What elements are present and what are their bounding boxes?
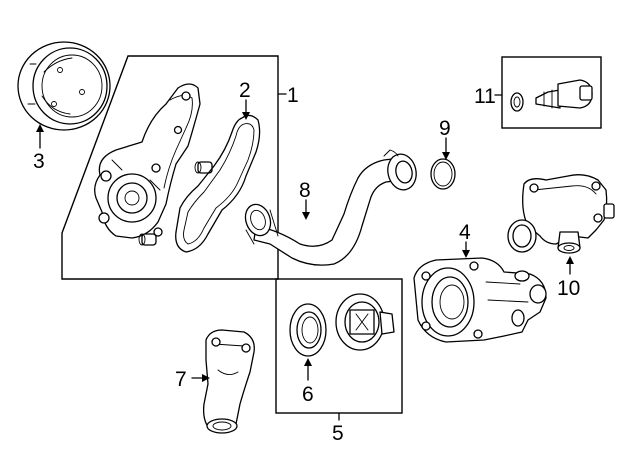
label-11: 11 — [474, 85, 496, 108]
pump-pulley[interactable] — [17, 41, 111, 131]
label-3: 3 — [33, 150, 45, 173]
label-4: 4 — [459, 221, 471, 244]
water-outlet-fitting[interactable] — [507, 174, 615, 254]
label-1: 1 — [287, 84, 299, 107]
thermostat[interactable] — [335, 293, 395, 351]
label-2: 2 — [239, 79, 251, 102]
arrow-7 — [202, 374, 210, 382]
water-pump-assembly[interactable] — [94, 83, 201, 239]
arrow-2 — [242, 112, 250, 120]
label-10: 10 — [557, 277, 580, 300]
box-part-11 — [501, 56, 602, 129]
label-6: 6 — [302, 383, 314, 406]
arrow-10 — [566, 256, 574, 264]
label-8: 8 — [299, 179, 311, 202]
thermostat-seal[interactable] — [289, 303, 327, 357]
arrow-9 — [442, 152, 450, 160]
thermostat-housing[interactable] — [413, 257, 547, 343]
pump-gasket[interactable] — [175, 114, 261, 253]
temperature-sensor[interactable] — [535, 79, 593, 109]
arrow-3 — [36, 124, 44, 132]
o-ring[interactable] — [430, 158, 456, 190]
label-7: 7 — [175, 368, 187, 391]
dowel-pin-upper[interactable] — [194, 161, 213, 174]
label-5: 5 — [332, 422, 344, 445]
arrow-6 — [304, 358, 312, 366]
coolant-outlet-pipe[interactable] — [202, 329, 255, 434]
sensor-washer[interactable] — [510, 92, 524, 112]
coolant-hose[interactable] — [241, 149, 419, 266]
box-part-1 — [61, 55, 279, 280]
label-9: 9 — [439, 117, 451, 140]
arrow-4 — [462, 250, 470, 258]
dowel-pin-lower[interactable] — [138, 233, 157, 246]
arrow-8 — [302, 212, 310, 220]
